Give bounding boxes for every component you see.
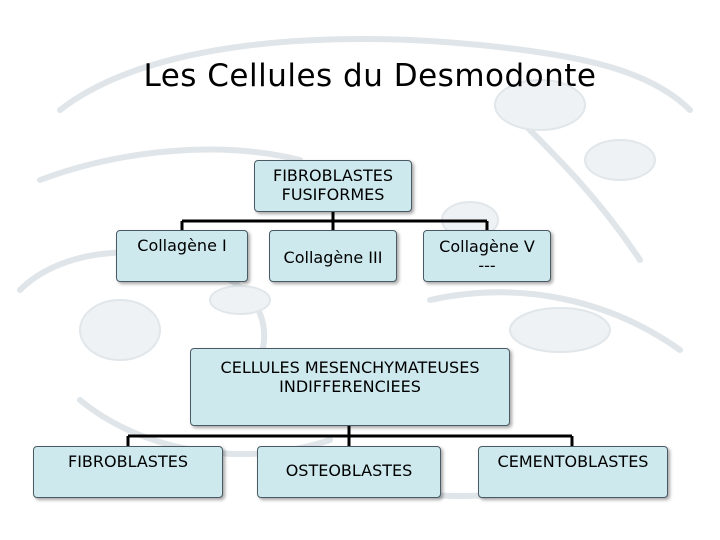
page-title: Les Cellules du Desmodonte bbox=[143, 58, 597, 94]
collagene-5-box: Collagène V --- bbox=[423, 230, 551, 282]
cellules-mesenchymateuses-box: CELLULES MESENCHYMATEUSES INDIFFERENCIEE… bbox=[190, 348, 510, 426]
collagene-3-box: Collagène III bbox=[269, 230, 397, 282]
fibroblastes-box: FIBROBLASTES bbox=[33, 446, 223, 498]
osteoblastes-box: OSTEOBLASTES bbox=[257, 446, 441, 498]
cementoblastes-box: CEMENTOBLASTES bbox=[478, 446, 668, 498]
collagene-1-box: Collagène I bbox=[116, 230, 248, 282]
fibroblastes-fusiformes-box: FIBROBLASTES FUSIFORMES bbox=[254, 160, 412, 212]
